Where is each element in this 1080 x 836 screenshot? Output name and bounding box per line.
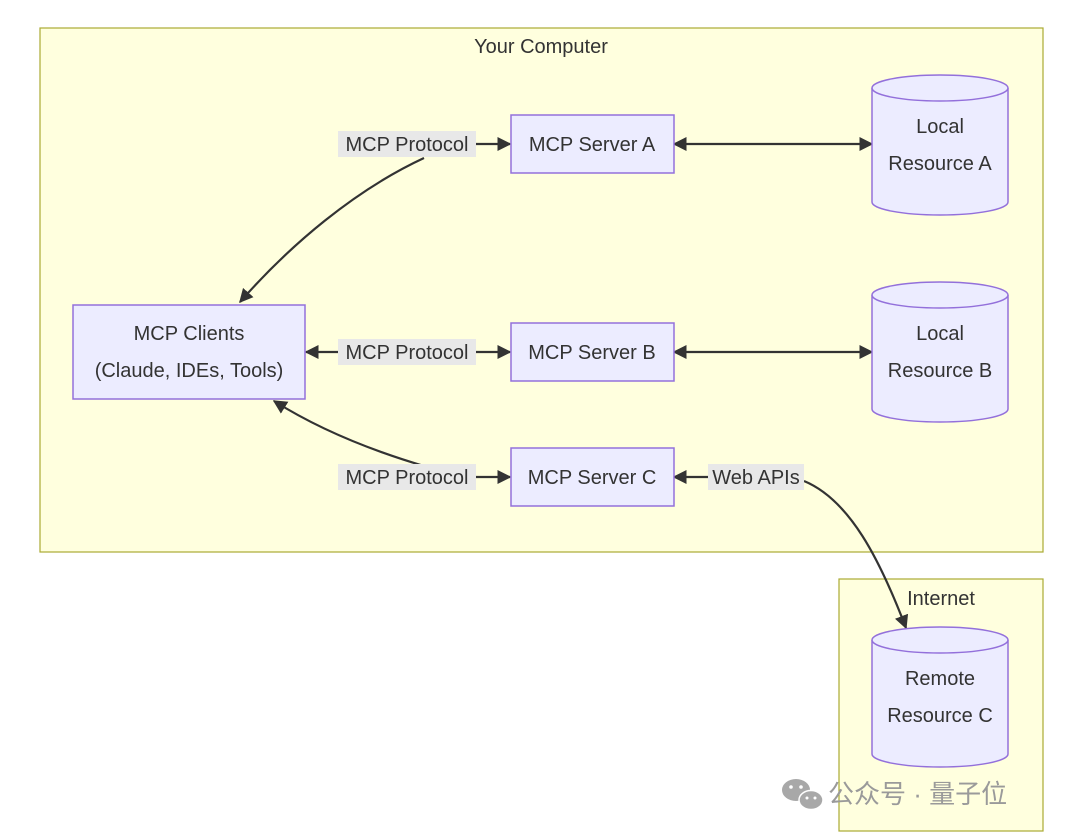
svg-text:Resource B: Resource B <box>888 360 993 382</box>
svg-text:MCP Server B: MCP Server B <box>528 342 655 364</box>
svg-text:MCP Server A: MCP Server A <box>529 134 656 156</box>
edges <box>239 137 909 630</box>
edge-label-web-apis: Web APIs <box>708 464 804 490</box>
edge-label-protocol-b: MCP Protocol <box>338 339 476 365</box>
node-mcp-server-b[interactable]: MCP Server B <box>510 322 675 382</box>
edge-label-protocol-a: MCP Protocol <box>338 131 476 157</box>
node-local-resource-a[interactable]: Local Resource A <box>871 74 1009 216</box>
svg-text:Remote: Remote <box>905 668 975 690</box>
watermark-text: 公众号 · 量子位 <box>828 779 1007 809</box>
svg-text:Resource C: Resource C <box>887 705 993 727</box>
node-mcp-clients[interactable]: MCP Clients (Claude, IDEs, Tools) <box>72 304 306 400</box>
node-mcp-clients-line2: (Claude, IDEs, Tools) <box>95 360 284 382</box>
node-local-resource-b[interactable]: Local Resource B <box>871 281 1009 423</box>
wechat-icon <box>782 779 824 811</box>
edge-web-apis-to-resource-c <box>803 479 909 630</box>
subgraph-title-internet: Internet <box>907 588 975 610</box>
node-mcp-server-c[interactable]: MCP Server C <box>510 447 675 507</box>
edge-label-protocol-c: MCP Protocol <box>338 464 476 490</box>
node-mcp-server-a[interactable]: MCP Server A <box>510 114 675 174</box>
svg-text:MCP Protocol: MCP Protocol <box>345 342 468 364</box>
edge-server-c-to-clients <box>272 400 425 468</box>
svg-text:Resource A: Resource A <box>888 153 992 175</box>
node-mcp-clients-line1: MCP Clients <box>134 323 245 345</box>
edge-server-a-to-clients <box>239 157 425 304</box>
svg-text:Web APIs: Web APIs <box>712 467 799 489</box>
svg-text:MCP Server C: MCP Server C <box>528 467 657 489</box>
node-remote-resource-c[interactable]: Remote Resource C <box>871 626 1009 768</box>
subgraph-title-your-computer: Your Computer <box>474 36 608 58</box>
watermark: 公众号 · 量子位 <box>782 779 1007 811</box>
svg-text:MCP Protocol: MCP Protocol <box>345 467 468 489</box>
svg-text:MCP Protocol: MCP Protocol <box>345 134 468 156</box>
svg-text:Local: Local <box>916 323 964 345</box>
svg-text:Local: Local <box>916 116 964 138</box>
